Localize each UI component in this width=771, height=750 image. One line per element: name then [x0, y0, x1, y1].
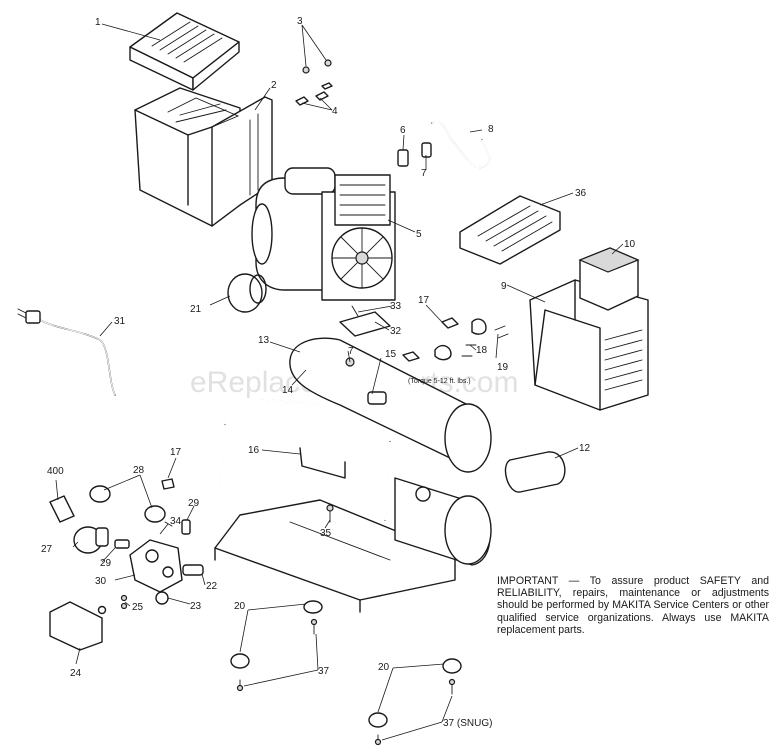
label-part-13: 13 [258, 335, 270, 346]
part-28-gauges [89, 485, 166, 523]
label-part-28: 28 [133, 465, 145, 476]
part-16-bracket [299, 447, 346, 479]
label-part-5: 5 [416, 229, 422, 240]
label-part-7-tank: 7 [348, 346, 354, 357]
label-part-22: 22 [206, 581, 218, 592]
label-part-12: 12 [579, 443, 591, 454]
label-part-32: 32 [390, 326, 402, 337]
part-25-screws [120, 594, 128, 610]
part-20-feet [230, 600, 462, 728]
part-9-housing [529, 279, 649, 411]
label-part-27: 27 [41, 544, 53, 555]
label-part-20-left: 20 [234, 601, 246, 612]
label-part-37-left: 37 [318, 666, 330, 677]
part-3-screws [295, 59, 333, 106]
part-30-manifold [129, 539, 204, 605]
part-36-rear-grille [459, 195, 561, 265]
part-lower-tank [394, 477, 492, 566]
part-35-screw [326, 504, 334, 523]
label-part-8: 8 [488, 124, 494, 135]
label-part-10: 10 [624, 239, 636, 250]
label-part-35: 35 [320, 528, 332, 539]
part-400-fitting [49, 495, 75, 523]
label-part-14: 14 [282, 385, 294, 396]
part-31-power-cord [17, 308, 116, 396]
leader-lines [55, 23, 624, 741]
label-part-37-right: 37 (SNUG) [443, 718, 492, 729]
label-part-3: 3 [297, 16, 303, 27]
label-part-36: 36 [575, 188, 587, 199]
part-10-cap [578, 247, 640, 311]
important-notice: IMPORTANT — To assure product SAFETY and… [497, 575, 769, 636]
label-part-7-top: 7 [421, 168, 427, 179]
label-part-20-right: 20 [378, 662, 390, 673]
part-17-19-small-parts [402, 317, 509, 362]
label-part-23: 23 [190, 601, 202, 612]
part-24-cover [49, 601, 107, 651]
label-part-17-right: 17 [418, 295, 430, 306]
part-21-cap [227, 273, 267, 313]
label-part-4: 4 [332, 106, 338, 117]
label-part-33: 33 [390, 301, 402, 312]
part-5-motor-pump [251, 167, 396, 301]
label-part-9: 9 [501, 281, 507, 292]
label-part-25: 25 [132, 602, 144, 613]
part-37-screws [236, 618, 456, 746]
label-part-18: 18 [476, 345, 488, 356]
label-part-21: 21 [190, 304, 202, 315]
label-part-19: 19 [497, 362, 509, 373]
label-part-24: 24 [70, 668, 82, 679]
part-6-7-fittings [397, 142, 432, 167]
part-1-top-grille [129, 12, 240, 91]
label-part-15: 15 [385, 349, 397, 360]
part-number-labels: 1 2 3 4 5 6 7 8 9 10 12 13 14 15 16 17 1… [41, 16, 636, 729]
label-part-6: 6 [400, 125, 406, 136]
label-part-1: 1 [95, 17, 101, 28]
part-32-plate [339, 305, 391, 337]
label-part-16: 16 [248, 445, 260, 456]
label-part-2: 2 [271, 80, 277, 91]
label-part-400: 400 [47, 466, 64, 477]
label-part-30: 30 [95, 576, 107, 587]
label-part-17-left: 17 [170, 447, 182, 458]
torque-note: (Torque 5-12 ft. lbs.) [408, 378, 471, 385]
part-27-gauge [73, 526, 109, 554]
part-13-upper-tank [289, 337, 492, 473]
part-12-tank-cap [504, 451, 566, 493]
part-2-shroud [134, 87, 273, 227]
label-part-34: 34 [170, 516, 182, 527]
part-29-fittings [114, 519, 191, 549]
frame [213, 398, 456, 613]
label-part-29-upper: 29 [188, 498, 200, 509]
label-part-31: 31 [114, 316, 126, 327]
label-part-29-lower: 29 [100, 558, 112, 569]
part-17-small [161, 478, 175, 490]
part-8-tube [431, 120, 491, 169]
